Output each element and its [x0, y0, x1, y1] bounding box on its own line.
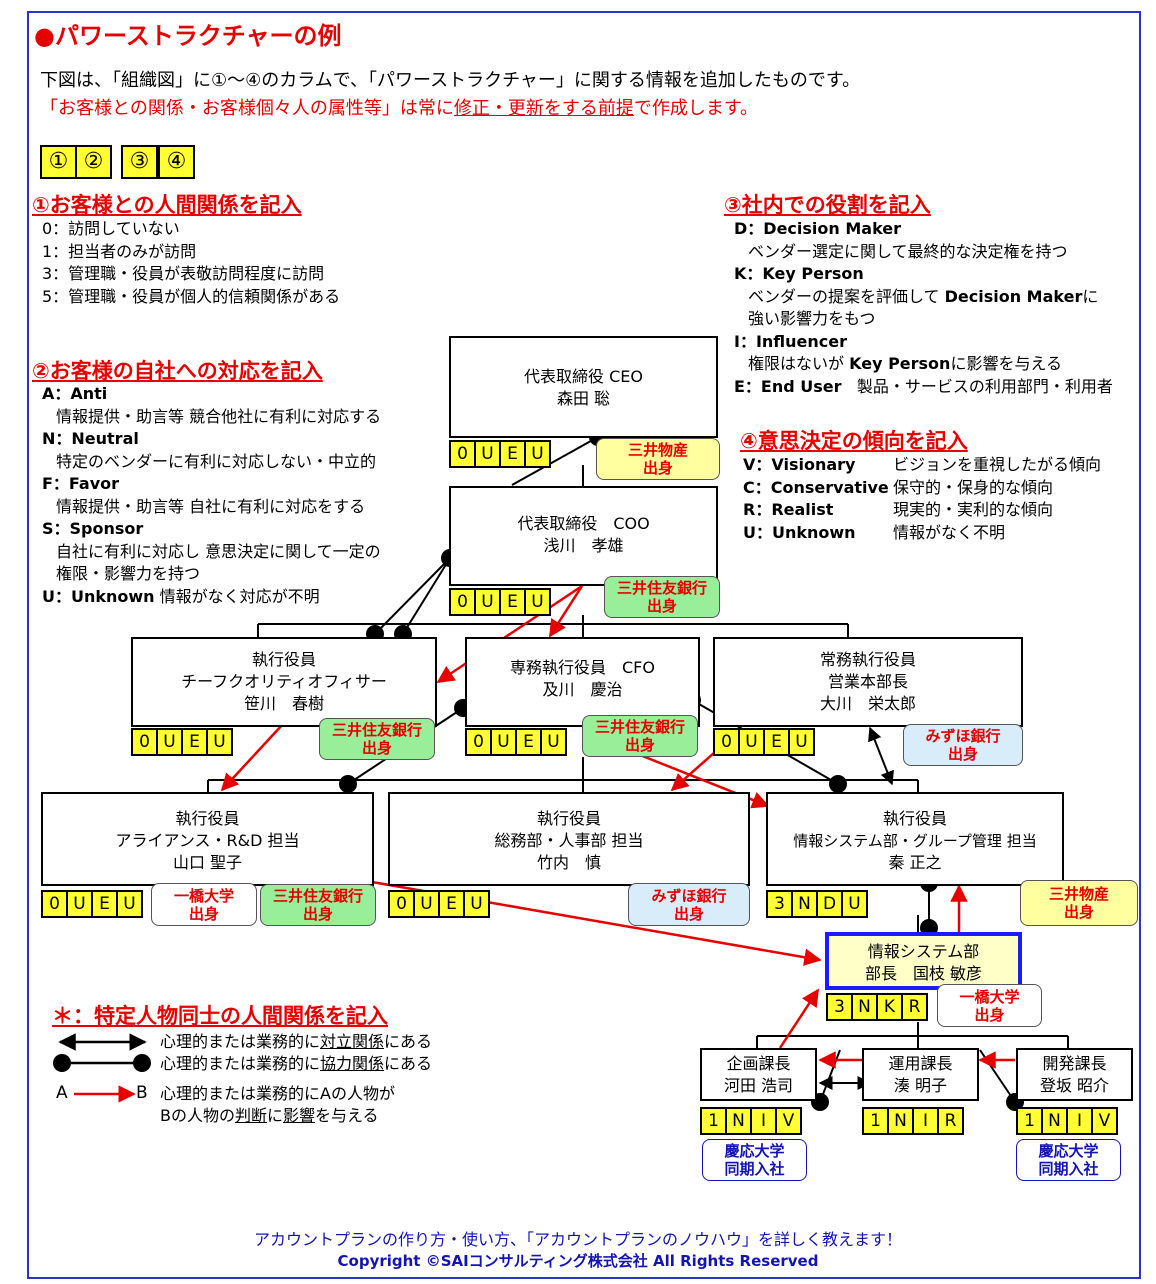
node-hr[interactable]: 執行役員総務部・人事部 担当竹内 慎: [388, 792, 750, 886]
legend5-oppose: 心理的または業務的に対立関係にある: [160, 1032, 433, 1051]
node-isdir-school-tag: 一橋大学 出身: [937, 984, 1042, 1027]
node-cfo-origin-tag: 三井住友銀行 出身: [582, 715, 698, 757]
node-ceo-origin-tag: 三井物産 出身: [596, 438, 720, 480]
footer-copyright: Copyright ©SAIコンサルティング株式会社 All Rights Re…: [337, 1252, 819, 1270]
node-rd-school-tag: 一橋大学 出身: [151, 883, 257, 926]
node-rd-origin-tag: 三井住友銀行 出身: [260, 884, 376, 926]
node-rd[interactable]: 執行役員アライアンス・R&D 担当山口 聖子: [41, 792, 374, 886]
legend3-heading: ③社内での役割を記入: [724, 193, 931, 217]
column-marker-1: ①: [40, 145, 77, 179]
legend5-heading: ＊：特定人物同士の人間関係を記入: [52, 1004, 388, 1028]
legend4-heading: ④意思決定の傾向を記入: [740, 429, 968, 453]
node-ops[interactable]: 運用課長湊 明子: [862, 1048, 979, 1101]
legend2-heading: ②お客様の自社への対応を記入: [32, 359, 323, 383]
page-title: ●パワーストラクチャーの例: [34, 22, 342, 50]
legend5-influence-1: 心理的または業務的にAの人物が: [160, 1084, 395, 1103]
legend5-coop: 心理的または業務的に協力関係にある: [160, 1054, 433, 1073]
legend1-heading: ①お客様との人間関係を記入: [32, 193, 302, 217]
node-is-origin-tag: 三井物産 出身: [1020, 880, 1138, 926]
legend2-list: A：Anti 情報提供・助言等 競合他社に有利に対応する N：Neutral 特…: [42, 384, 382, 606]
node-is[interactable]: 執行役員情報システム部・グループ管理 担当秦 正之: [766, 792, 1064, 886]
legend3-list: D：Decision Maker ベンダー選定に関して最終的な決定権を持つ K：…: [734, 219, 1113, 396]
node-coo-origin-tag: 三井住友銀行 出身: [604, 576, 720, 618]
legend5-label-b: B: [136, 1083, 148, 1103]
footer-tagline[interactable]: アカウントプランの作り方・使い方、「アカウントプランのノウハウ」を詳しく教えます…: [253, 1230, 902, 1249]
legend1-list: 0：訪問していない 1：担当者のみが訪問 3：管理職・役員が表敬訪問程度に訪問 …: [42, 219, 341, 306]
node-cqo-origin-tag: 三井住友銀行 出身: [319, 718, 435, 760]
page-frame: [27, 11, 1141, 1279]
node-plan[interactable]: 企画課長河田 浩司: [700, 1048, 817, 1101]
legend5-influence-2: Bの人物の判断に影響を与える: [160, 1106, 379, 1125]
node-plan-school-tag: 慶応大学 同期入社: [702, 1139, 807, 1181]
column-marker-2: ②: [75, 145, 112, 179]
node-isdir[interactable]: 情報システム部部長 国枝 敏彦: [825, 932, 1022, 990]
node-cqo[interactable]: 執行役員チーフクオリティオフィサー笹川 春樹: [131, 637, 437, 727]
legend5-label-a: A: [56, 1083, 68, 1103]
intro-line-2: 「お客様との関係・お客様個々人の属性等」は常に修正・更新をする前提で作成します。: [40, 98, 759, 119]
column-marker-4: ④: [158, 145, 195, 179]
intro-line-1: 下図は、「組織図」に①～④のカラムで、「パワーストラクチャー」に関する情報を追加…: [40, 70, 861, 91]
node-sales[interactable]: 常務執行役員営業本部長大川 栄太郎: [713, 637, 1023, 727]
node-dev[interactable]: 開発課長登坂 昭介: [1016, 1048, 1133, 1101]
node-hr-origin-tag: みずほ銀行 出身: [628, 883, 750, 926]
node-dev-school-tag: 慶応大学 同期入社: [1016, 1139, 1121, 1181]
column-marker-3: ③: [121, 145, 158, 179]
node-sales-origin-tag: みずほ銀行 出身: [903, 724, 1023, 766]
